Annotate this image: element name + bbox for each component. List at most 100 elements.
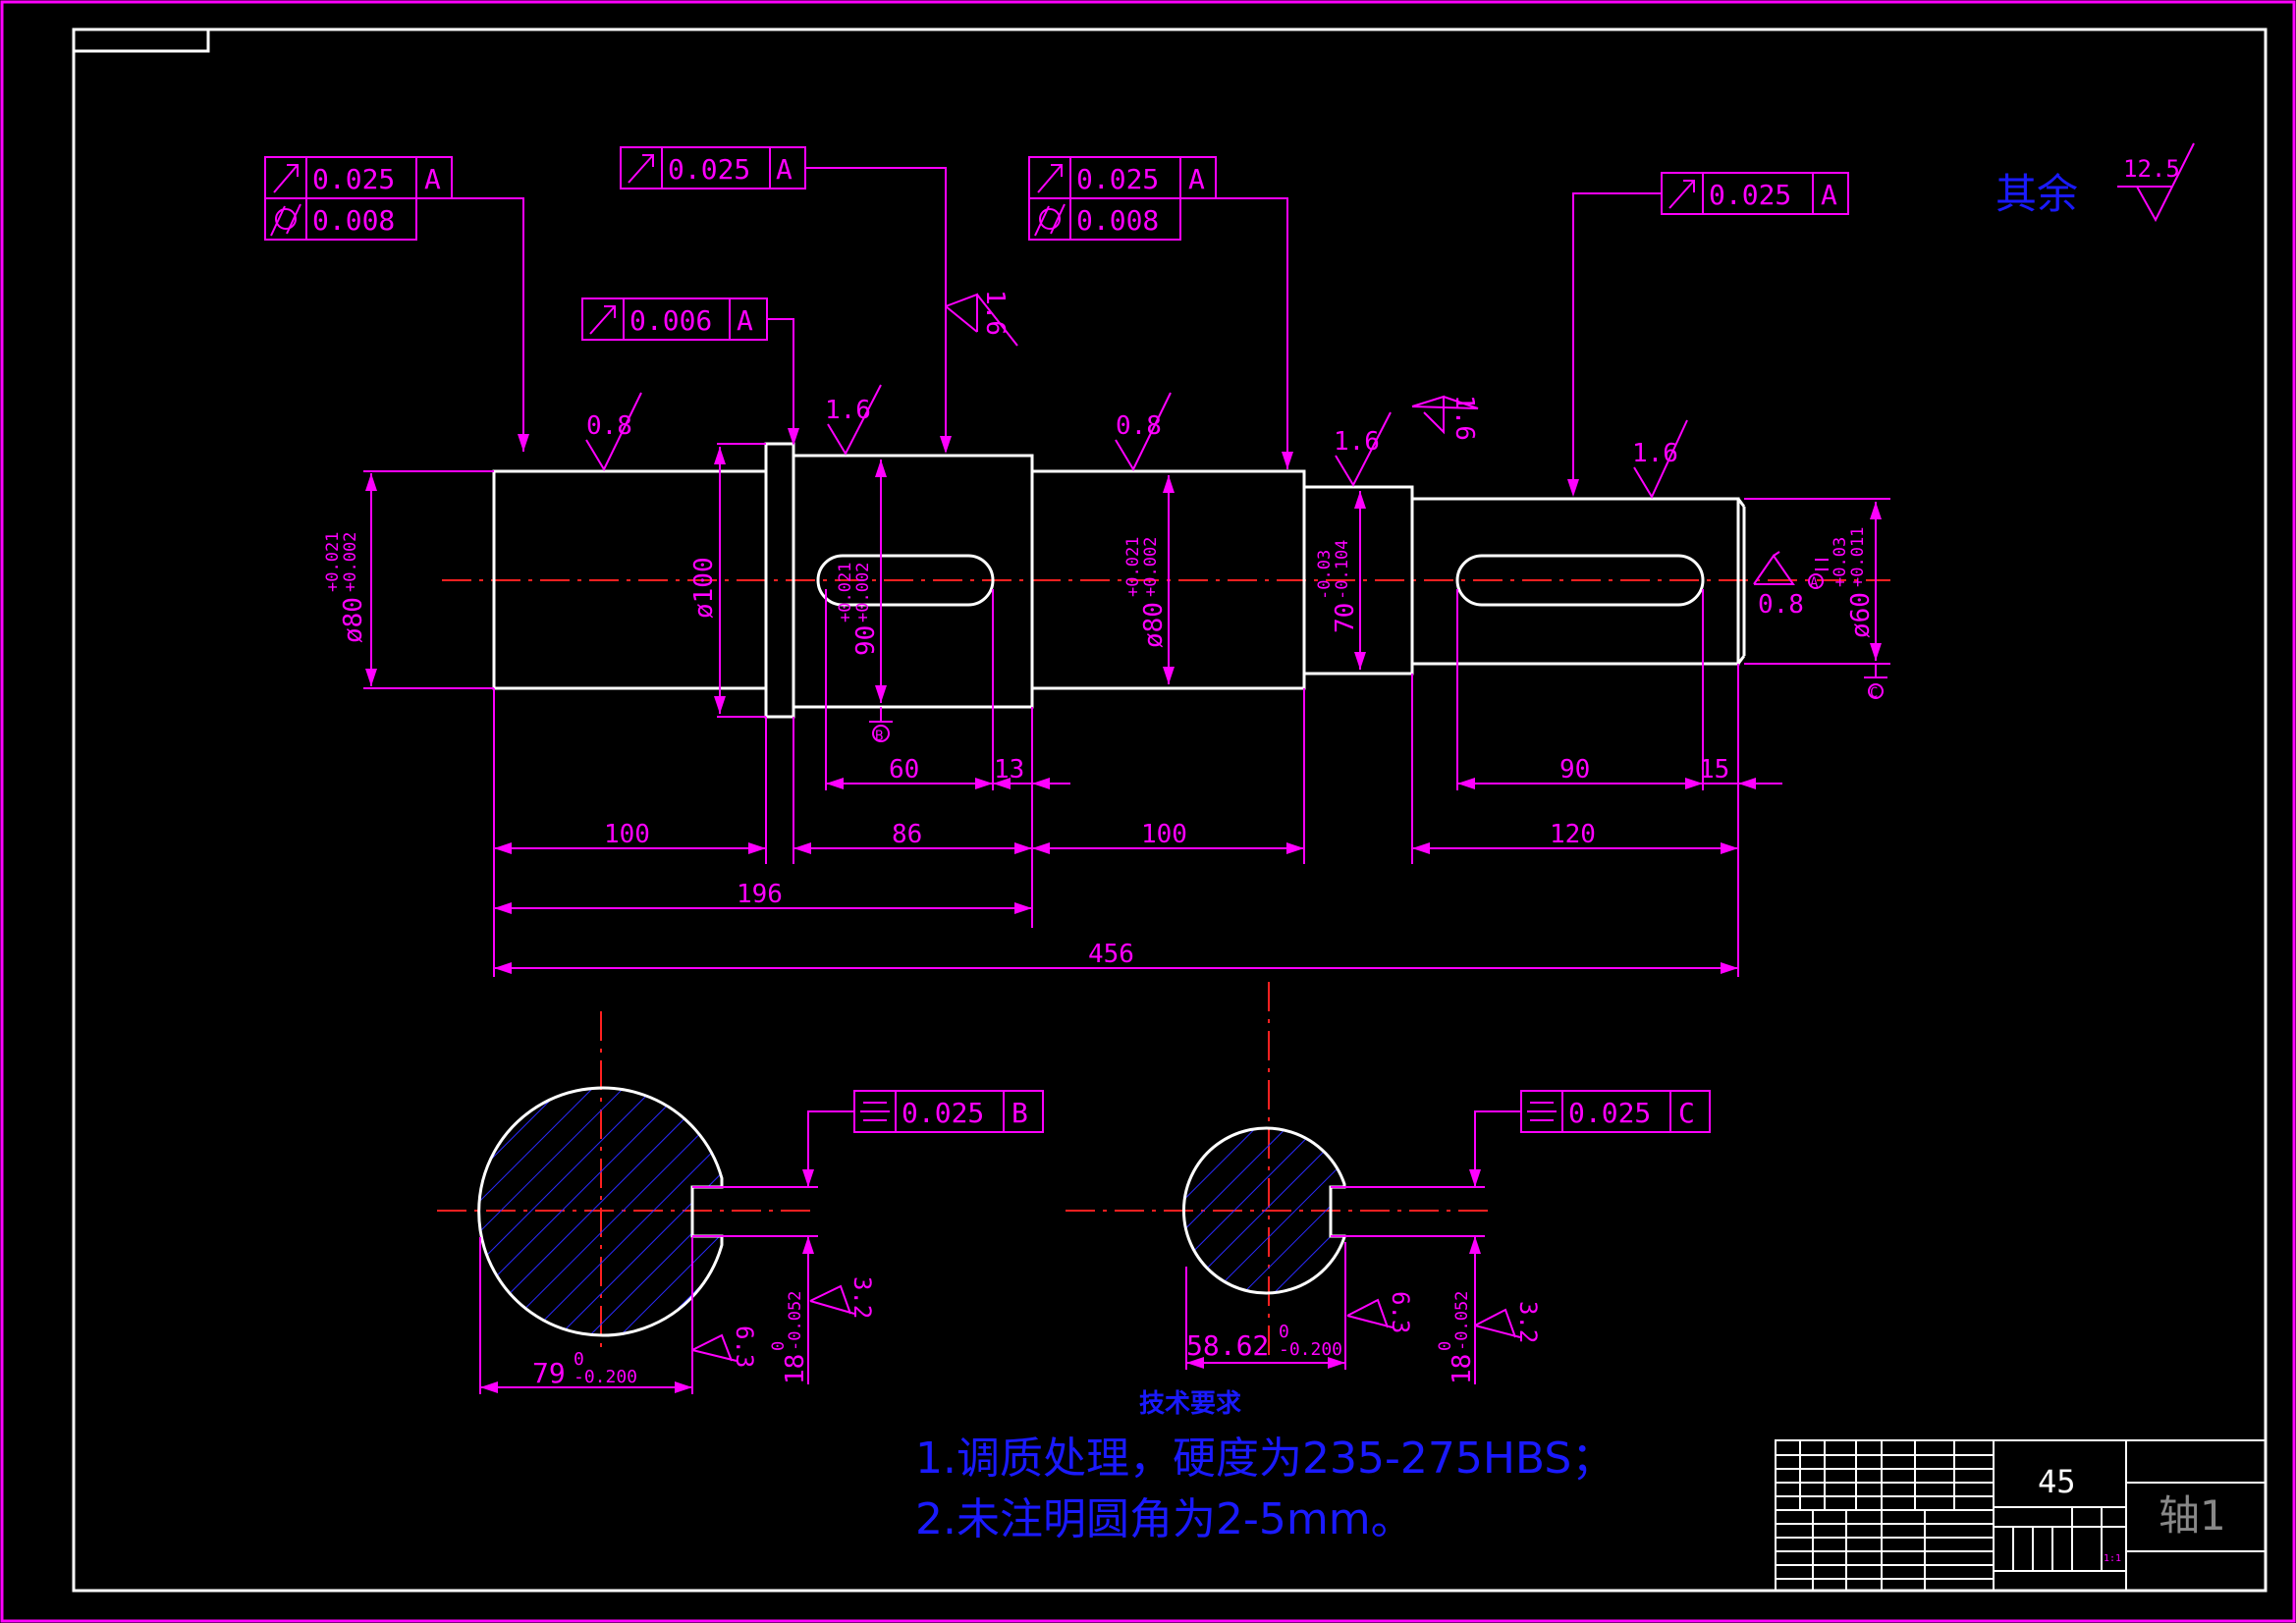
roughness-label-7: 1.6 — [1632, 439, 1678, 468]
circular-runout-icon — [589, 305, 616, 335]
dim-sec-c-depth: 58.62 — [1186, 1329, 1269, 1362]
dim-sec-c-width: 18 — [1448, 1354, 1477, 1384]
dim-len-13: 13 — [994, 755, 1024, 784]
keyway-left — [816, 554, 995, 607]
tol-value-4: 0.025 — [1076, 163, 1159, 195]
tol-value-6: 0.006 — [629, 304, 712, 337]
tolerance-frame-1: 0.025 A 0.008 — [264, 156, 524, 452]
roughness-label-2: 1.6 — [825, 396, 871, 425]
section-b-dims — [479, 1090, 1044, 1394]
dim-sec-b-width: 18 — [781, 1354, 810, 1384]
dim-len-15: 15 — [1699, 755, 1729, 784]
roughness-label-12: 3.2 — [1514, 1301, 1542, 1343]
section-b — [437, 1011, 815, 1355]
section-c — [1066, 982, 1493, 1355]
roughness-label-9: 6.3 — [731, 1325, 758, 1368]
tolerance-frame-5: 0.025 A — [1572, 172, 1849, 493]
dim-len-100b: 100 — [1141, 820, 1187, 849]
dim-d70-upper: -0.03 — [1315, 550, 1335, 600]
tolerance-frame-4: 0.006 A — [581, 298, 794, 444]
dim-len-90: 90 — [1559, 755, 1590, 784]
dim-len-100a: 100 — [604, 820, 650, 849]
shaft-chamfer-2 — [1736, 655, 1746, 665]
symmetry-icon — [1527, 1102, 1557, 1121]
dim-sec-b-depth: 79 — [532, 1357, 566, 1389]
dim-len-456: 456 — [1088, 940, 1134, 969]
roughness-label-1: 0.8 — [586, 411, 632, 441]
roughness-label-3: 1.6 — [980, 290, 1010, 336]
dim-d80-mid-upper: +0.021 — [1123, 537, 1143, 597]
circular-runout-icon — [1668, 180, 1695, 209]
dim-d80-left-lower: +0.002 — [341, 532, 360, 592]
tol-datum-sec-b: B — [1011, 1097, 1028, 1129]
dim-d60-lower: +0.011 — [1848, 527, 1868, 587]
dim-d60-upper: +0.03 — [1831, 537, 1850, 587]
shaft-outline — [492, 442, 1746, 719]
tol-datum-3: A — [776, 153, 793, 186]
notes-line-2: 2.未注明圆角为2-5mm。 — [915, 1494, 1414, 1544]
dim-len-120: 120 — [1550, 820, 1596, 849]
dim-sec-c-depth-upper: 0 — [1279, 1322, 1289, 1342]
section-c-profile — [1181, 1126, 1346, 1295]
symmetry-icon — [860, 1102, 890, 1121]
corner-tab — [74, 29, 210, 53]
dimension-lines — [363, 443, 1890, 977]
dim-sec-c-depth-lower: -0.200 — [1279, 1339, 1342, 1360]
section-c-dims — [1185, 1090, 1711, 1384]
dim-d90-lower: +0.002 — [853, 563, 873, 622]
roughness-label-11: 6.3 — [1387, 1291, 1414, 1333]
circular-runout-icon — [1037, 164, 1063, 193]
roughness-label-4: 0.8 — [1116, 411, 1162, 441]
title-scale: 1:1 — [2104, 1553, 2121, 1564]
other-roughness-value: 12.5 — [2123, 155, 2180, 183]
roughness-label-10: 3.2 — [848, 1276, 876, 1319]
tol-value-2: 0.008 — [312, 204, 395, 237]
title-material: 45 — [2038, 1463, 2076, 1500]
dim-sec-b-depth-upper: 0 — [574, 1349, 584, 1370]
dim-d70: 70 — [1331, 603, 1360, 633]
datum-label-c: C — [1870, 685, 1878, 701]
roughness-label-8: 0.8 — [1758, 590, 1804, 620]
dim-len-196: 196 — [737, 880, 783, 909]
datum-label-b: B — [875, 729, 883, 744]
other-roughness-label: 其余 — [1995, 170, 2078, 218]
shaft-chamfer — [1736, 498, 1746, 508]
dim-d80-left-upper: +0.021 — [323, 532, 343, 592]
dim-d80-mid: ø80 — [1139, 602, 1169, 648]
roughness-label-6: 1.6 — [1449, 395, 1479, 441]
dim-len-86: 86 — [892, 820, 922, 849]
dim-d80-mid-lower: +0.002 — [1141, 537, 1161, 597]
datum-markers — [869, 559, 1887, 742]
tol-value-sec-c: 0.025 — [1568, 1097, 1651, 1129]
circular-runout-icon — [628, 154, 654, 184]
datum-label-a: A — [1810, 575, 1819, 591]
dim-d80-left: ø80 — [339, 597, 368, 643]
notes-line-1: 1.调质处理，硬度为235-275HBS； — [915, 1434, 1614, 1484]
tol-value-7: 0.025 — [1709, 179, 1791, 211]
dim-d100: ø100 — [689, 557, 719, 619]
tol-value-1: 0.025 — [312, 163, 395, 195]
section-b-profile — [477, 1086, 724, 1337]
dim-sec-b-depth-lower: -0.200 — [574, 1367, 637, 1387]
title-block — [1775, 1439, 2267, 1592]
tol-datum-7: A — [1821, 179, 1837, 211]
inner-border — [72, 27, 2268, 1593]
cylindricity-icon — [270, 203, 301, 237]
tol-datum-6: A — [737, 304, 753, 337]
dim-d90: 90 — [851, 625, 881, 656]
tol-value-sec-b: 0.025 — [902, 1097, 984, 1129]
arrowheads — [365, 447, 1882, 974]
title-part-name: 轴1 — [2159, 1491, 2226, 1540]
circular-runout-icon — [273, 164, 299, 193]
dim-d70-lower: -0.104 — [1333, 540, 1352, 600]
notes-heading: 技术要求 — [1139, 1389, 1241, 1419]
tol-datum-4: A — [1188, 163, 1205, 195]
dim-sec-c-width-lower: -0.052 — [1452, 1291, 1472, 1351]
tol-datum-1: A — [424, 163, 441, 195]
tolerance-frame-2: 0.025 A — [620, 146, 947, 452]
dim-sec-c-width-upper: 0 — [1436, 1341, 1455, 1351]
dim-len-60: 60 — [889, 755, 919, 784]
dim-sec-b-width-lower: -0.052 — [786, 1291, 805, 1351]
